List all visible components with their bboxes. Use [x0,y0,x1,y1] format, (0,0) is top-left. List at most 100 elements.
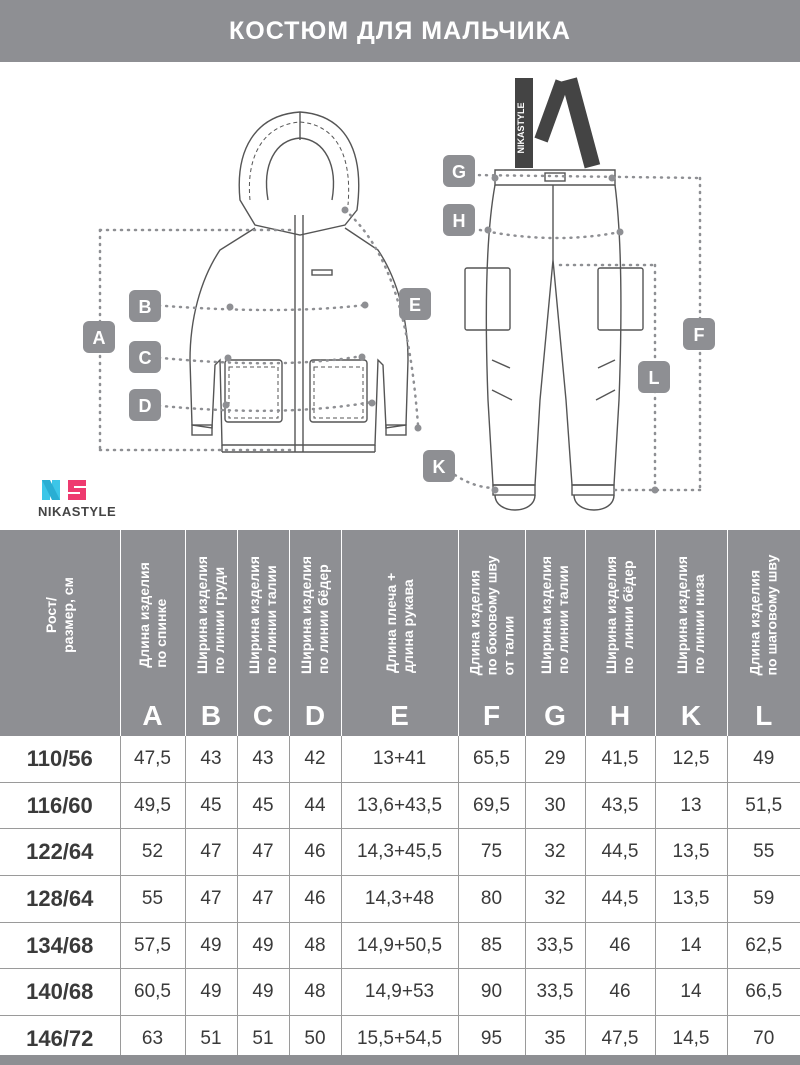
measure-cell: 51 [237,1015,290,1063]
garment-diagram: .ln { fill:none; stroke:#555; stroke-wid… [83,77,715,511]
measure-cell: 66,5 [727,968,800,1017]
brand-logo: NIKASTYLE [38,478,116,519]
svg-text:K: K [433,457,446,477]
measure-cell: 43,5 [585,782,656,830]
measure-cell: 13+41 [341,736,459,783]
header-label: Длина изделия по спинке [121,536,185,694]
header-text: Длина изделия по спинке [135,562,169,668]
measure-cell: 55 [120,875,186,923]
header-letter: A [142,700,163,731]
header-label: Ширина изделия по линии талии [238,536,289,694]
svg-text:B: B [139,297,152,317]
measure-cell: 45 [185,782,238,830]
badge-d: D [129,389,161,421]
measure-cell: 69,5 [458,782,526,830]
header-label: Ширина изделия по линии груди [186,536,237,694]
measure-cell: 13 [655,782,728,830]
measure-cell: 44 [289,782,342,830]
svg-text:G: G [452,162,466,182]
measure-cell: 50 [289,1015,342,1063]
measure-cell: 49,5 [120,782,186,830]
badge-b: B [129,290,161,322]
measure-cell: 13,5 [655,828,728,877]
badge-h: H [443,204,475,236]
measure-cell: 43 [185,736,238,783]
measure-cell: 42 [289,736,342,783]
header-text: Ширина изделия по линии бёдер [298,556,331,674]
size-cell: 128/64 [0,875,121,923]
header-text: Длина изделия по боковому шву от талии [466,555,517,675]
header-label: Ширина изделия по линии бёдер [586,536,655,694]
header-label: Ширина изделия по линии низа [656,536,727,694]
measure-cell: 33,5 [525,922,586,970]
badge-a: A [83,321,115,353]
measure-cell: 80 [458,875,526,923]
measure-cell: 33,5 [525,968,586,1017]
title-bar: КОСТЮМ ДЛЯ МАЛЬЧИКА [0,0,800,62]
measure-cell: 47,5 [585,1015,656,1063]
measure-cell: 52 [120,828,186,877]
measure-cell: 29 [525,736,586,783]
measure-cell: 55 [727,828,800,877]
measure-cell: 65,5 [458,736,526,783]
measure-cell: 75 [458,828,526,877]
header-letter: F [482,700,501,731]
measure-cell: 49 [727,736,800,783]
header-label: Длина плеча + длина рукава [342,536,458,694]
measure-cell: 48 [289,922,342,970]
measure-cell: 12,5 [655,736,728,783]
measure-cell: 41,5 [585,736,656,783]
measure-cell: 14,5 [655,1015,728,1063]
size-cell: 110/56 [0,736,121,783]
brand-name: NIKASTYLE [38,504,117,519]
measure-cell: 14,9+53 [341,968,459,1017]
measure-cell: 43 [237,736,290,783]
measure-cell: 32 [525,828,586,877]
header-letter: K [680,700,702,731]
measure-cell: 63 [120,1015,186,1063]
size-cell: 122/64 [0,828,121,877]
strap-text-left: NIKASTYLE [516,102,526,153]
measure-cell: 70 [727,1015,800,1063]
badge-e: E [399,288,431,320]
measure-cell: 30 [525,782,586,830]
size-cell: 140/68 [0,968,121,1017]
jacket-drawing [98,111,422,453]
measure-cell: 62,5 [727,922,800,970]
badge-f: F [683,318,715,350]
measure-cell: 32 [525,875,586,923]
size-cell: 134/68 [0,922,121,970]
measure-cell: 14 [655,968,728,1017]
header-text: Ширина изделия по линии талии [538,556,571,674]
measure-cell: 14,3+48 [341,875,459,923]
size-cell: 146/72 [0,1015,121,1063]
header-text: Рост/ размер, см [42,577,76,653]
header-text: Длина изделия по шаговому шву [746,554,780,676]
measure-cell: 57,5 [120,922,186,970]
header-letter: G [544,700,566,731]
header-label: Ширина изделия по линии талии [526,536,585,694]
header-text: Ширина изделия по линии груди [194,556,227,674]
measure-cell: 95 [458,1015,526,1063]
header-text: Ширина изделия по линии низа [674,556,707,674]
measure-cell: 48 [289,968,342,1017]
header-letter: E [390,700,409,731]
logo-mark-icon [38,478,116,502]
svg-text:C: C [139,348,152,368]
header-label: Длина изделия по боковому шву от талии [459,536,525,694]
header-letter: H [609,700,631,731]
measure-cell: 49 [237,922,290,970]
